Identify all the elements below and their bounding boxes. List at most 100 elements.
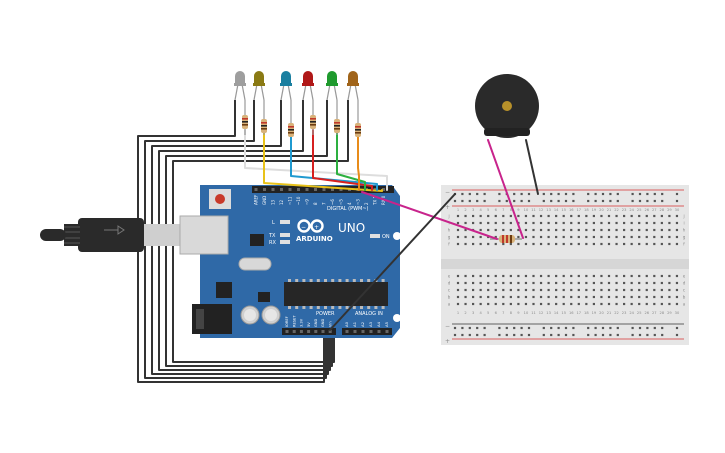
rail-hole[interactable] bbox=[557, 333, 560, 337]
breadboard-hole[interactable] bbox=[555, 221, 558, 225]
header-pin-hole[interactable] bbox=[382, 188, 385, 191]
breadboard-hole[interactable] bbox=[532, 295, 535, 299]
breadboard-hole[interactable] bbox=[524, 235, 528, 239]
rail-hole[interactable] bbox=[675, 199, 679, 203]
breadboard-hole[interactable] bbox=[585, 235, 588, 239]
breadboard-hole[interactable] bbox=[675, 274, 679, 278]
rail-hole[interactable] bbox=[483, 326, 486, 330]
rail-hole[interactable] bbox=[587, 326, 590, 330]
rail-hole[interactable] bbox=[550, 333, 553, 337]
breadboard-hole[interactable] bbox=[464, 274, 467, 278]
header-pin-hole[interactable] bbox=[314, 330, 318, 333]
breadboard-hole[interactable] bbox=[592, 302, 595, 306]
breadboard-hole[interactable] bbox=[472, 274, 475, 278]
breadboard-hole[interactable] bbox=[600, 281, 603, 285]
breadboard-hole[interactable] bbox=[532, 214, 535, 218]
rail-hole[interactable] bbox=[638, 326, 642, 330]
breadboard-hole[interactable] bbox=[623, 302, 626, 306]
rail-hole[interactable] bbox=[631, 192, 634, 196]
breadboard-hole[interactable] bbox=[472, 221, 475, 225]
breadboard-hole[interactable] bbox=[645, 274, 648, 278]
breadboard-hole[interactable] bbox=[539, 281, 543, 285]
rail-hole[interactable] bbox=[631, 326, 634, 330]
rail-hole[interactable] bbox=[638, 333, 642, 337]
breadboard-hole[interactable] bbox=[653, 288, 656, 292]
header-pin-hole[interactable] bbox=[254, 188, 258, 191]
breadboard-hole[interactable] bbox=[524, 214, 528, 218]
breadboard-hole[interactable] bbox=[585, 274, 588, 278]
breadboard-hole[interactable] bbox=[494, 214, 497, 218]
rail-hole[interactable] bbox=[505, 326, 508, 330]
arduino-uno-board[interactable]: L TX RX ON − + ARDUINO UNO DIGITAL (PWM~… bbox=[179, 185, 401, 338]
breadboard-hole[interactable] bbox=[630, 274, 633, 278]
breadboard-hole[interactable] bbox=[630, 242, 633, 246]
breadboard-hole[interactable] bbox=[668, 242, 671, 246]
breadboard-hole[interactable] bbox=[502, 295, 505, 299]
header-pin-hole[interactable] bbox=[369, 330, 373, 333]
breadboard-hole[interactable] bbox=[577, 295, 580, 299]
breadboard-hole[interactable] bbox=[494, 281, 497, 285]
breadboard-hole[interactable] bbox=[555, 281, 558, 285]
breadboard-hole[interactable] bbox=[464, 281, 467, 285]
breadboard-hole[interactable] bbox=[607, 281, 611, 285]
rail-hole[interactable] bbox=[461, 326, 464, 330]
rail-hole[interactable] bbox=[616, 192, 619, 196]
rail-hole[interactable] bbox=[498, 333, 501, 337]
breadboard-hole[interactable] bbox=[570, 242, 573, 246]
rail-hole[interactable] bbox=[564, 326, 568, 330]
breadboard-hole[interactable] bbox=[653, 274, 656, 278]
rail-hole[interactable] bbox=[646, 199, 649, 203]
breadboard-hole[interactable] bbox=[547, 214, 550, 218]
rail-hole[interactable] bbox=[498, 326, 501, 330]
rail-hole[interactable] bbox=[601, 192, 605, 196]
rail-hole[interactable] bbox=[661, 192, 664, 196]
breadboard-hole[interactable] bbox=[577, 288, 580, 292]
breadboard-hole[interactable] bbox=[502, 214, 505, 218]
breadboard-hole[interactable] bbox=[539, 242, 543, 246]
breadboard-hole[interactable] bbox=[456, 274, 460, 278]
breadboard-hole[interactable] bbox=[615, 221, 618, 225]
breadboard-hole[interactable] bbox=[570, 288, 573, 292]
breadboard-hole[interactable] bbox=[615, 281, 618, 285]
rail-hole[interactable] bbox=[542, 199, 545, 203]
breadboard-hole[interactable] bbox=[539, 235, 543, 239]
breadboard-hole[interactable] bbox=[645, 214, 648, 218]
breadboard-hole[interactable] bbox=[532, 242, 535, 246]
rail-hole[interactable] bbox=[513, 192, 516, 196]
rail-hole[interactable] bbox=[616, 333, 619, 337]
breadboard-hole[interactable] bbox=[456, 288, 460, 292]
breadboard-hole[interactable] bbox=[653, 235, 656, 239]
breadboard-hole[interactable] bbox=[623, 242, 626, 246]
breadboard-hole[interactable] bbox=[494, 242, 497, 246]
rail-hole[interactable] bbox=[587, 192, 590, 196]
rail-hole[interactable] bbox=[572, 326, 575, 330]
breadboard-hole[interactable] bbox=[630, 221, 633, 225]
rail-hole[interactable] bbox=[520, 199, 523, 203]
rail-hole[interactable] bbox=[594, 333, 597, 337]
breadboard-hole[interactable] bbox=[645, 235, 648, 239]
breadboard-hole[interactable] bbox=[570, 214, 573, 218]
rail-hole[interactable] bbox=[601, 326, 605, 330]
rail-hole[interactable] bbox=[616, 199, 619, 203]
breadboard-hole[interactable] bbox=[615, 214, 618, 218]
breadboard-hole[interactable] bbox=[524, 274, 528, 278]
rail-hole[interactable] bbox=[594, 192, 597, 196]
led[interactable] bbox=[253, 71, 267, 135]
breadboard-hole[interactable] bbox=[607, 274, 611, 278]
breadboard-hole[interactable] bbox=[464, 214, 467, 218]
breadboard-hole[interactable] bbox=[456, 302, 460, 306]
breadboard-hole[interactable] bbox=[456, 214, 460, 218]
header-pin-hole[interactable] bbox=[331, 188, 334, 191]
breadboard-hole[interactable] bbox=[653, 295, 656, 299]
rail-hole[interactable] bbox=[609, 192, 612, 196]
breadboard-hole[interactable] bbox=[615, 228, 618, 232]
header-pin-hole[interactable] bbox=[353, 330, 357, 333]
breadboard-hole[interactable] bbox=[479, 235, 482, 239]
breadboard-hole[interactable] bbox=[653, 214, 656, 218]
breadboard-hole[interactable] bbox=[487, 295, 490, 299]
breadboard-hole[interactable] bbox=[660, 274, 663, 278]
reset-button-cap[interactable] bbox=[215, 194, 225, 204]
rail-hole[interactable] bbox=[594, 326, 597, 330]
breadboard-hole[interactable] bbox=[600, 242, 603, 246]
breadboard-hole[interactable] bbox=[539, 288, 543, 292]
